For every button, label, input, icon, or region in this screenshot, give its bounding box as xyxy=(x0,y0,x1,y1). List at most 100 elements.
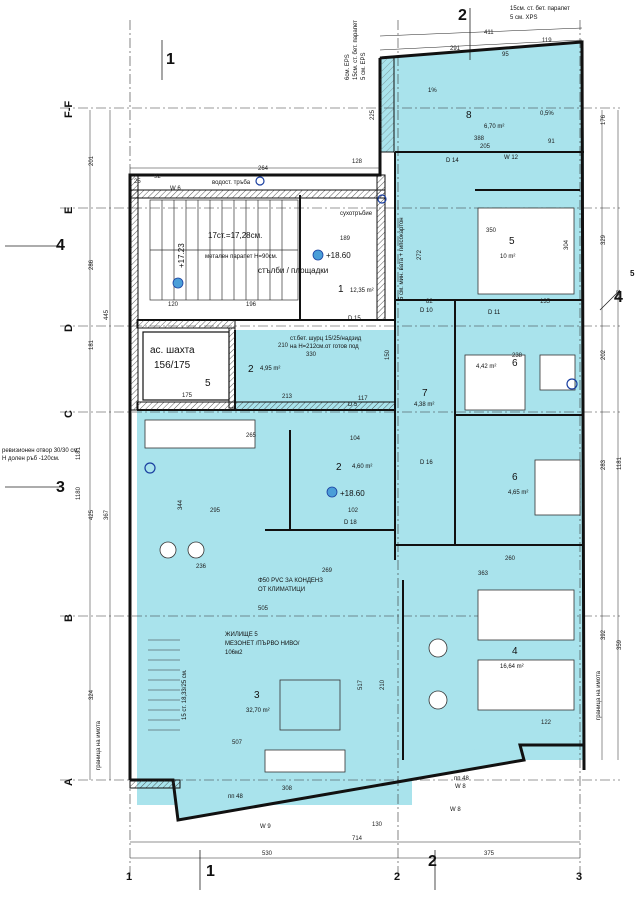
grid-col-1: 1 xyxy=(126,871,132,883)
tag-d14: D 14 xyxy=(446,158,459,164)
room-2a-num: 2 xyxy=(248,364,254,375)
dim: 92 xyxy=(154,174,161,180)
room-6a-area: 4,42 m² xyxy=(476,364,496,370)
dim: 117 xyxy=(358,396,368,402)
dim: 330 xyxy=(306,352,317,358)
level-markers xyxy=(172,249,338,498)
grid-row-e: E xyxy=(63,207,75,214)
dim: 150 xyxy=(385,349,391,360)
dining-chair xyxy=(428,690,448,710)
elevator-label-2: 156/175 xyxy=(154,360,191,371)
bathtub xyxy=(464,354,526,411)
room-8-extra: 1% xyxy=(428,88,437,94)
room-8-area: 6,70 m² xyxy=(484,124,504,130)
kitchen-counter xyxy=(144,419,256,449)
dim: 517 xyxy=(358,679,364,690)
dim: 324 xyxy=(89,689,95,700)
note-stair-name: стълби / площадки xyxy=(258,266,328,275)
table xyxy=(279,679,341,731)
note-revision-1: ревизионен отвор 30/30 см. xyxy=(2,448,80,454)
note-parapet-1: 15см. ст. бет. парапет xyxy=(510,6,570,12)
bar-stool xyxy=(187,541,205,559)
bar-stool xyxy=(159,541,177,559)
note-wool: 5 см. мин. вата + гипсокартон xyxy=(399,217,405,300)
room-5-area: 10 m² xyxy=(500,254,515,260)
room-2b-num: 2 xyxy=(336,462,342,473)
dim: 135 xyxy=(540,299,551,305)
dim: 329 xyxy=(601,234,607,245)
dim: 210 xyxy=(380,679,386,690)
dim: 264 xyxy=(258,166,269,172)
dim: 392 xyxy=(601,629,607,640)
room-6b-num: 6 xyxy=(512,472,518,483)
dim: 295 xyxy=(210,508,221,514)
note-condensate-2: ОТ КЛИМАТИЦИ xyxy=(258,587,305,593)
tag-d16: D 16 xyxy=(420,460,433,466)
note-eps-3: 5 см. EPS xyxy=(361,53,367,80)
note-parapet-2: 5 см. XPS xyxy=(510,15,537,21)
dim: 505 xyxy=(258,606,269,612)
dim: 236 xyxy=(196,564,207,570)
note-boundary-left: граница на имота xyxy=(96,720,102,770)
dim: 122 xyxy=(541,720,552,726)
unit-area: 106м2 xyxy=(225,650,243,656)
tag-w8b: W 8 xyxy=(450,807,461,813)
note-dry-riser: сухотръбие xyxy=(340,211,373,217)
dim: 375 xyxy=(484,851,495,857)
dim: 104 xyxy=(350,436,361,442)
section-2-bottom: 2 xyxy=(428,853,437,870)
note-stair-treads: 15 ст. 18,33/25 см. xyxy=(182,669,188,720)
room-1-area: 12,35 m² xyxy=(350,288,374,294)
dim: 1180 xyxy=(76,486,82,500)
bed-room-4a xyxy=(477,589,575,641)
dim: 119 xyxy=(542,38,552,44)
dim: 128 xyxy=(352,159,363,165)
room-1-num: 1 xyxy=(338,284,344,295)
dim: 91 xyxy=(548,139,555,145)
furniture xyxy=(144,207,581,773)
room-6a-num: 6 xyxy=(512,358,518,369)
tag-nn48a: пп 48 xyxy=(228,794,244,800)
note-eps-1: 6см. EPS xyxy=(345,54,351,80)
elevator-label-1: ас. шахта xyxy=(150,345,195,356)
note-revision-2: Н долен ръб -120см. xyxy=(2,456,60,462)
dim: 175 xyxy=(182,393,193,399)
room-4-area: 16,64 m² xyxy=(500,664,524,670)
room-8-num: 8 xyxy=(466,110,472,121)
dim: 507 xyxy=(232,740,243,746)
tag-d10: D 10 xyxy=(420,308,433,314)
room-5-num: 5 xyxy=(509,236,515,247)
dim: 95 xyxy=(502,52,509,58)
section-1-bottom: 1 xyxy=(206,863,215,880)
level-landing: +18.60 xyxy=(326,251,351,260)
dim: 196 xyxy=(246,302,257,308)
note-stair-spec: 17ст.=17,28см. xyxy=(208,231,262,240)
dim: 308 xyxy=(282,786,293,792)
note-water-pipe: водост. тръба xyxy=(212,180,251,186)
tag-d11: D 11 xyxy=(488,310,501,316)
dim: 537 xyxy=(617,289,623,300)
bed-room-5 xyxy=(477,207,575,295)
dim: 25 xyxy=(134,179,141,185)
dim: 359 xyxy=(617,639,623,650)
interior-stair xyxy=(148,639,180,731)
level-stair: +17.23 xyxy=(177,243,186,268)
dim: 181 xyxy=(89,339,95,350)
tag-d18: D 18 xyxy=(344,520,357,526)
dim: 367 xyxy=(104,509,110,520)
section-1-top: 1 xyxy=(166,51,175,68)
grid-col-2: 2 xyxy=(394,871,400,883)
unit-title-1: ЖИЛИЩЕ 5 xyxy=(225,632,258,638)
grid-col-3: 3 xyxy=(576,871,582,883)
level-hall: +18.60 xyxy=(340,489,365,498)
dimension-lines xyxy=(89,27,619,859)
elevator-shaft xyxy=(142,331,230,401)
dim: 714 xyxy=(352,836,363,842)
unit-fill xyxy=(137,42,584,820)
hatched-walls xyxy=(129,57,396,789)
riser-markers xyxy=(144,176,578,474)
washbasin xyxy=(539,354,576,391)
tag-d15: D 15 xyxy=(348,316,361,322)
dim: 202 xyxy=(601,349,607,360)
note-eps-2: 15см. ст. бет. парапет xyxy=(353,20,359,80)
